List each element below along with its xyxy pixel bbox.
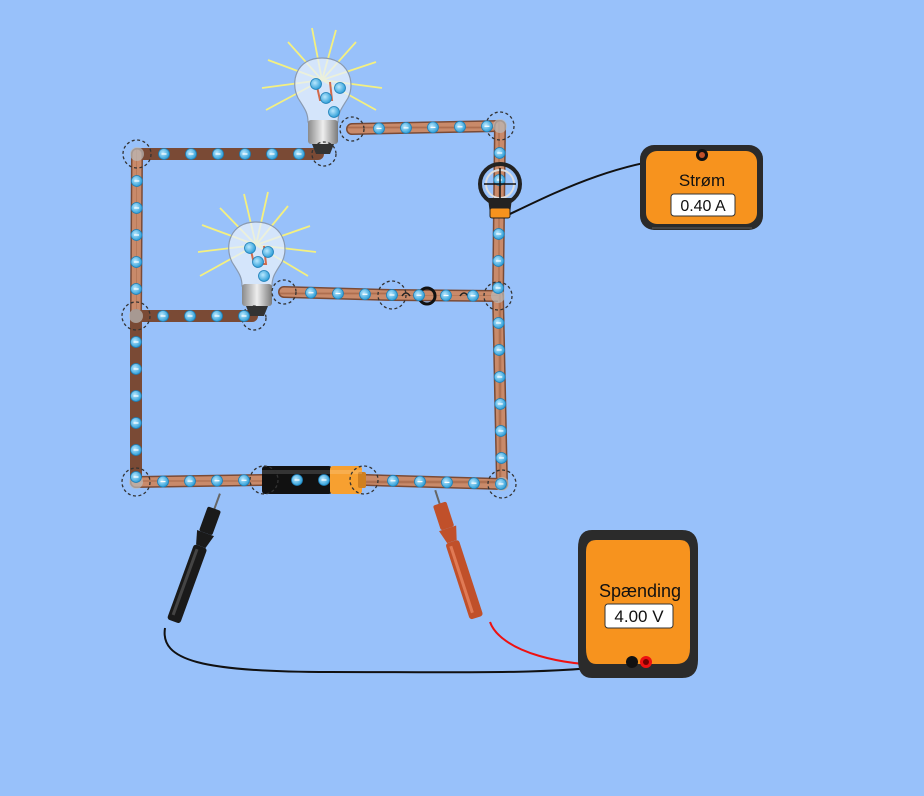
light-bulb[interactable] [197, 191, 317, 316]
black-probe-cable [163, 627, 633, 674]
voltmeter-probe-red[interactable] [427, 487, 486, 620]
junction [377, 280, 407, 310]
voltmeter-probe-black[interactable] [165, 491, 228, 625]
junction [249, 465, 279, 495]
ammeter-reading: 0.40 A [680, 198, 726, 215]
voltmeter-black-jack[interactable] [626, 656, 638, 668]
electron [320, 92, 332, 104]
junction [485, 111, 515, 141]
ammeter-title: Strøm [679, 171, 725, 190]
junction [121, 301, 151, 331]
voltmeter-title: Spænding [599, 581, 681, 601]
junction [349, 465, 379, 495]
electron [310, 78, 322, 90]
light-bulb[interactable] [261, 27, 383, 154]
junction [339, 116, 365, 142]
junctions[interactable] [121, 111, 517, 499]
junction [487, 469, 517, 499]
junction [241, 305, 267, 331]
ammeter-probe[interactable] [478, 162, 522, 219]
junction [271, 279, 297, 305]
ammeter[interactable]: Strøm 0.40 A [640, 145, 763, 230]
junction [311, 141, 337, 167]
electron [244, 242, 256, 254]
junction [121, 467, 151, 497]
electrons [130, 78, 508, 490]
electron [334, 82, 346, 94]
junction [483, 281, 513, 311]
electron [258, 270, 270, 282]
electron [252, 256, 264, 268]
electron [262, 246, 274, 258]
wires[interactable] [130, 120, 508, 490]
junction-pads [129, 119, 509, 491]
junction [122, 139, 152, 169]
voltmeter-reading: 4.00 V [614, 607, 664, 626]
electron [328, 106, 340, 118]
voltmeter[interactable]: Spænding 4.00 V [578, 530, 698, 678]
